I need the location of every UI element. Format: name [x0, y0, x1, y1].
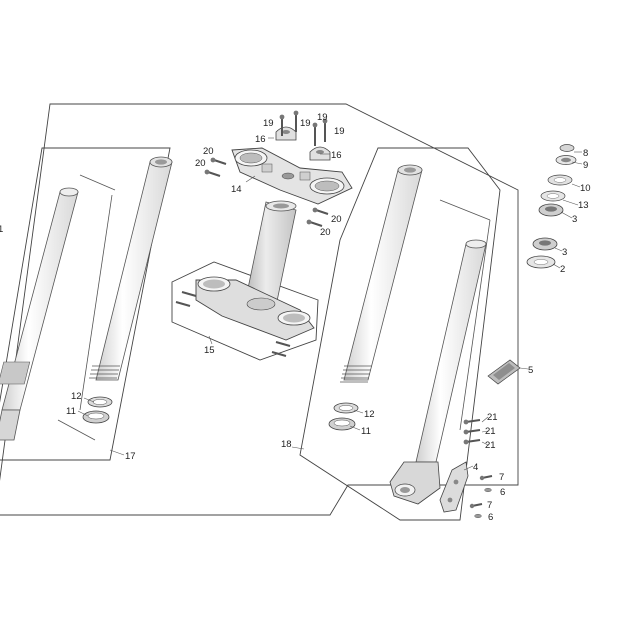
- left-fork-dust-boot: [0, 361, 120, 385]
- right-fork-box: [299, 147, 501, 521]
- callout-19-d: 19: [334, 126, 345, 137]
- handlebar-clamp-left-16: [275, 126, 297, 141]
- lower-clamp-outline: [171, 261, 319, 361]
- callout-5: 5: [528, 365, 533, 376]
- callout-21-c: 21: [485, 440, 496, 451]
- left-fork-inner-line-b: [79, 194, 113, 411]
- right-fork-inner-tube: [389, 239, 487, 505]
- callout-19-a: 19: [263, 118, 274, 129]
- right-fork-dust-boot: [340, 365, 372, 383]
- headset-bearing-3-lower: [532, 237, 558, 251]
- callout-9: 9: [583, 160, 588, 171]
- callout-6-upper: 6: [500, 487, 505, 498]
- callout-12-left: 12: [71, 391, 82, 402]
- right-fork-outer-tube: [340, 164, 423, 383]
- callout-20-d: 20: [320, 227, 331, 238]
- left-fork-outer-tube: [0, 156, 173, 385]
- callout-7-lower: 7: [487, 500, 492, 511]
- headset-washer-10: [547, 174, 573, 186]
- headset-cap-8: [559, 144, 575, 152]
- callout-18: 18: [281, 439, 292, 450]
- right-axle-lug: [389, 461, 441, 505]
- callout-4: 4: [473, 462, 478, 473]
- headset-race-2: [526, 255, 556, 269]
- bolts-7-and-washers-6: [469, 475, 493, 519]
- callout-21-b: 21: [485, 426, 496, 437]
- callout-14: 14: [231, 184, 242, 195]
- plate-5: [487, 359, 521, 385]
- callout-17: 17: [125, 451, 136, 462]
- pinch-bolts-20-bottom: [306, 207, 329, 227]
- callout-7-upper: 7: [499, 472, 504, 483]
- callout-19-c: 19: [317, 112, 328, 123]
- callout-3-lower: 3: [562, 247, 567, 258]
- bolts-21: [463, 419, 481, 445]
- headset-bearing-3-upper: [538, 203, 564, 217]
- right-seal-12: [333, 402, 359, 414]
- bracket-4: [439, 461, 469, 513]
- callout-8: 8: [583, 148, 588, 159]
- pinch-bolts-20-top: [204, 157, 227, 177]
- callout-3-upper: 3: [572, 214, 577, 225]
- callout-6-lower: 6: [488, 512, 493, 523]
- clamp-bolts-19: [279, 110, 328, 146]
- callout-13: 13: [578, 200, 589, 211]
- callout-20-c: 20: [331, 214, 342, 225]
- callout-11-left: 11: [66, 406, 76, 417]
- left-seal-12: [87, 396, 113, 408]
- callout-2: 2: [560, 264, 565, 275]
- callout-1: 1: [0, 224, 3, 235]
- callout-19-b: 19: [300, 118, 311, 129]
- left-fork-inner-tube: [0, 187, 79, 441]
- callout-16-left: 16: [255, 134, 266, 145]
- left-fork-inner-line-c: [57, 419, 96, 441]
- callout-16-right: 16: [331, 150, 342, 161]
- handlebar-clamp-right-16: [309, 146, 331, 161]
- callout-20-b: 20: [195, 158, 206, 169]
- right-seal-11: [328, 417, 356, 431]
- callout-11-right: 11: [361, 426, 371, 437]
- headset-seal-13: [540, 190, 566, 202]
- callout-20-a: 20: [203, 146, 214, 157]
- callout-21-a: 21: [487, 412, 498, 423]
- callout-15: 15: [204, 345, 215, 356]
- callout-10: 10: [580, 183, 591, 194]
- right-fork-inner-line: [439, 199, 491, 221]
- left-seal-11: [82, 410, 110, 424]
- leader-lines: [77, 137, 583, 471]
- callout-labels: 1 2 3 3 4 5 6 6 7 7 8 9 10 11 11 12 12 1…: [0, 112, 591, 523]
- left-fork-inner-line: [79, 174, 116, 191]
- callout-12-right: 12: [364, 409, 375, 420]
- lower-triple-clamp: [175, 276, 315, 357]
- upper-triple-clamp: [231, 147, 353, 205]
- headset-nut-9: [555, 155, 577, 165]
- left-fork-box: [0, 147, 171, 461]
- right-fork-inner-line-b: [459, 219, 491, 431]
